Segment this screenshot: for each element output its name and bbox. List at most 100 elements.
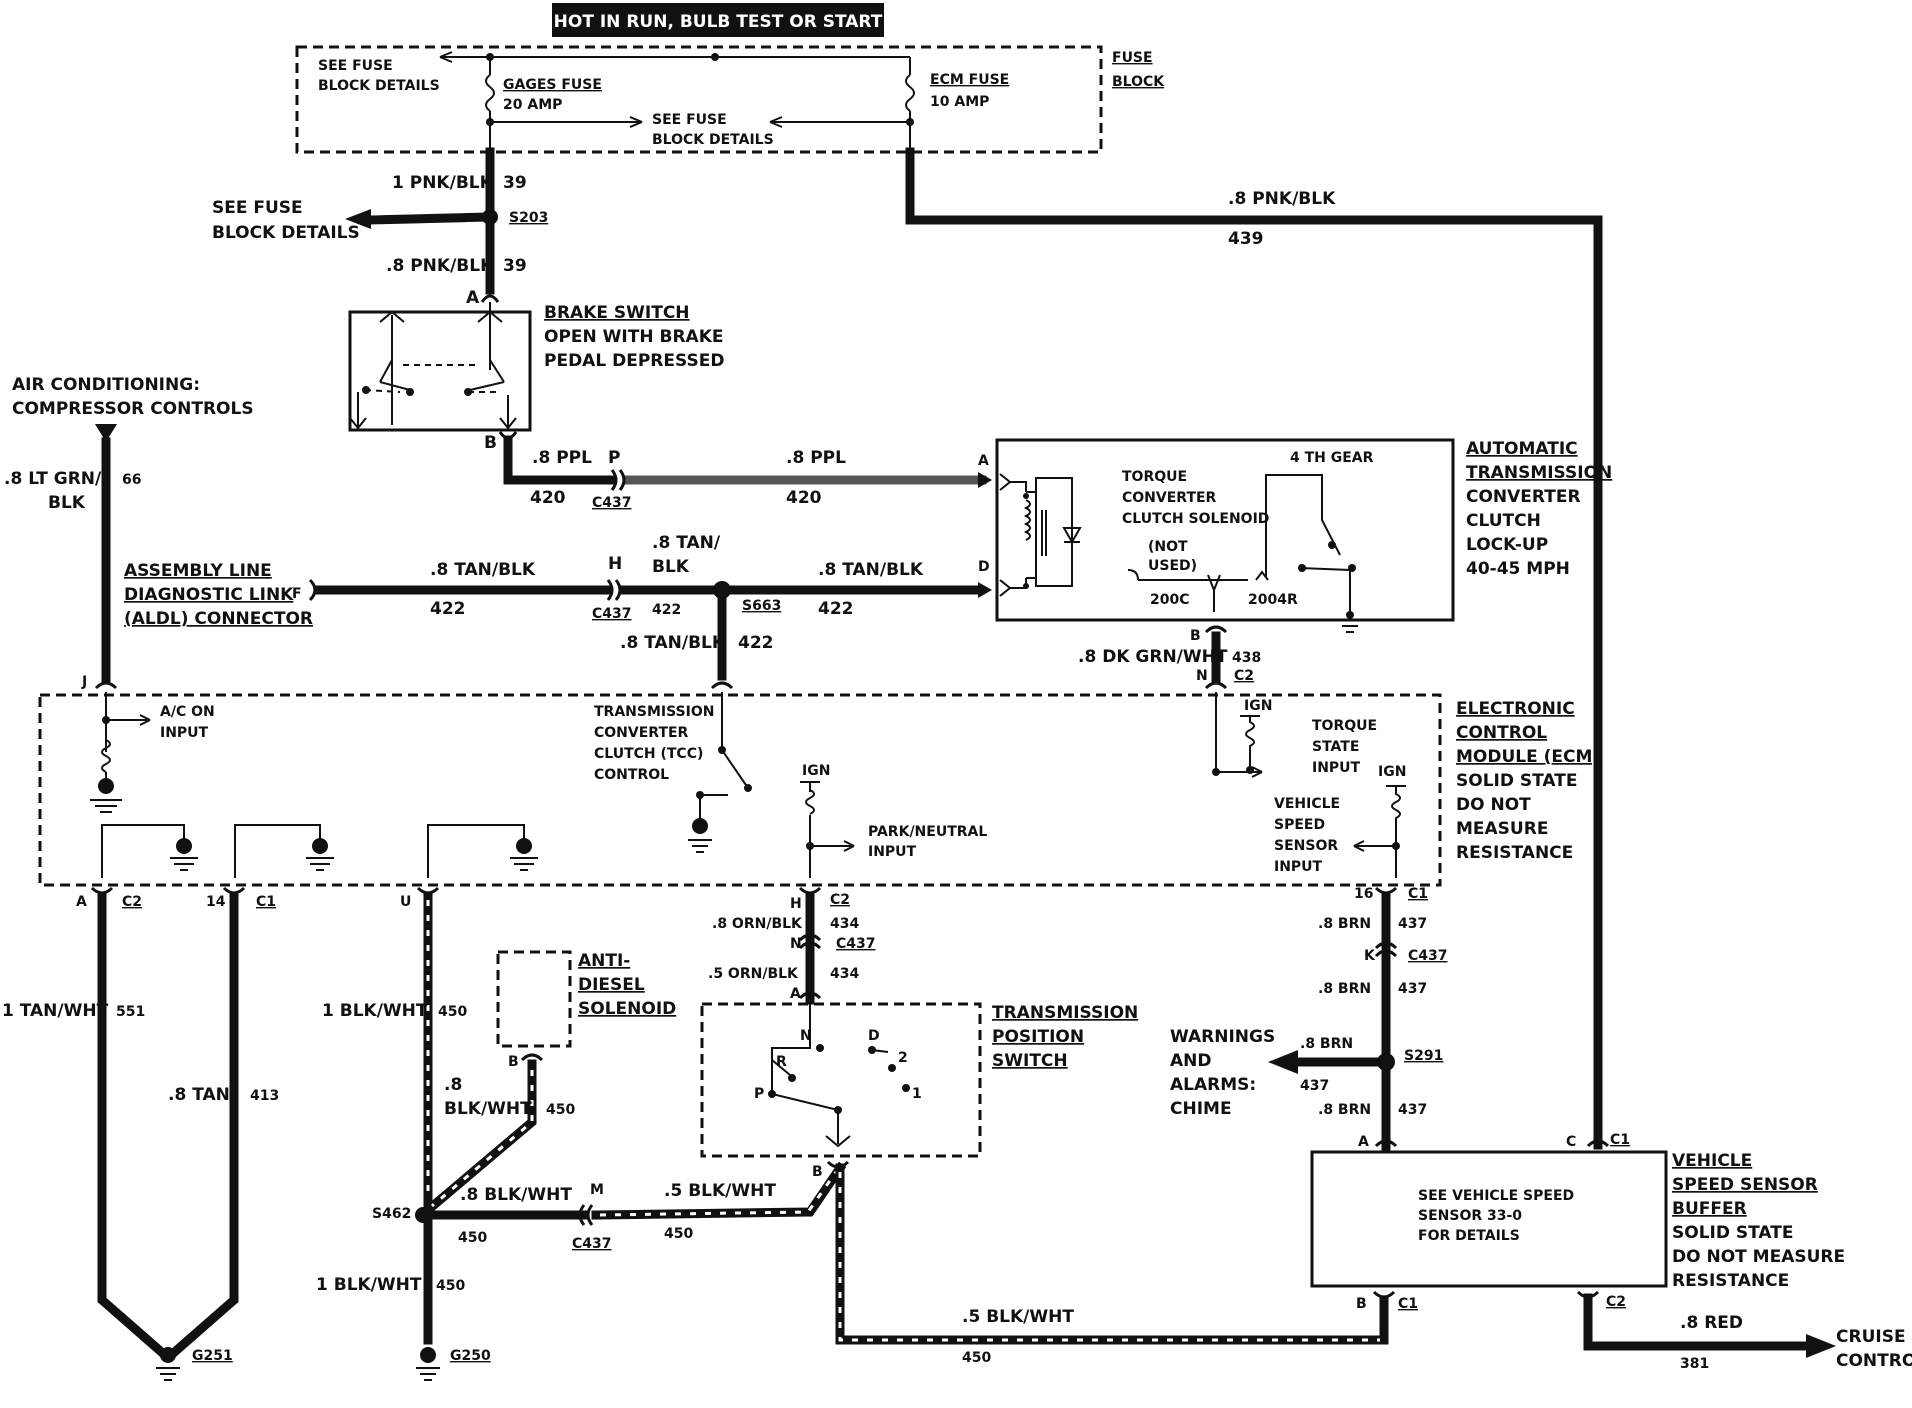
ecm-input-label: TRANSMISSION bbox=[594, 704, 714, 720]
tps-position: R bbox=[776, 1054, 787, 1070]
connector-pin: C bbox=[1566, 1134, 1576, 1150]
circuit-number: 437 bbox=[1398, 916, 1427, 932]
connector-pin: M bbox=[590, 1182, 604, 1198]
ecm-input-label: STATE bbox=[1312, 739, 1359, 755]
wire-39-branch bbox=[365, 212, 495, 225]
warnings-title: WARNINGS bbox=[1170, 1027, 1275, 1047]
fuse-block-outline bbox=[295, 45, 1103, 154]
ecm-input-label: CONTROL bbox=[594, 767, 669, 783]
brake-switch-box bbox=[348, 310, 532, 432]
wire-color-label: .8 ORN/BLK bbox=[712, 916, 803, 932]
connector-pin: B bbox=[1190, 628, 1201, 644]
wire-color-label: .8 PNK/BLK bbox=[1228, 189, 1336, 209]
aldl-title: DIAGNOSTIC LINK bbox=[124, 585, 294, 605]
connector-pin: A bbox=[76, 894, 87, 910]
connector-label: C1 bbox=[1610, 1132, 1630, 1148]
wire-color-label: .8 TAN/BLK bbox=[818, 560, 924, 580]
ecm-desc: SOLID STATE bbox=[1456, 771, 1577, 791]
wire-color-label: .5 BLK/WHT bbox=[664, 1181, 776, 1201]
ecm-input-label: SPEED bbox=[1274, 817, 1325, 833]
gages-fuse-amp: 20 AMP bbox=[503, 97, 562, 113]
wire-color-label: 1 PNK/BLK bbox=[392, 173, 494, 193]
wire-color-label: .8 LT GRN/ bbox=[4, 469, 102, 489]
transmission-desc: 40-45 MPH bbox=[1466, 559, 1570, 579]
ecm-fuse-label: ECM FUSE bbox=[930, 72, 1009, 88]
wire-color-label: 1 BLK/WHT bbox=[322, 1001, 428, 1021]
fuse-block-title: BLOCK bbox=[1112, 74, 1165, 90]
connector-label: C2 bbox=[1606, 1294, 1626, 1310]
circuit-number: 39 bbox=[503, 256, 527, 276]
wire-color-label: .8 PPL bbox=[532, 448, 592, 468]
splice-label: S203 bbox=[509, 210, 548, 226]
ecm-input-label: VEHICLE bbox=[1274, 796, 1340, 812]
connector-label: C1 bbox=[1408, 886, 1428, 902]
vss-buffer-desc: DO NOT MEASURE bbox=[1672, 1247, 1845, 1267]
ign-label: IGN bbox=[1244, 698, 1272, 714]
fuse-see-label: BLOCK DETAILS bbox=[652, 132, 774, 148]
fuse-bus bbox=[440, 56, 911, 75]
tcc-solenoid-label: CLUTCH SOLENOID bbox=[1122, 511, 1269, 527]
connector-pin: K bbox=[1364, 948, 1376, 964]
vss-buffer-note: SENSOR 33-0 bbox=[1418, 1208, 1522, 1224]
circuit-number: 437 bbox=[1300, 1078, 1329, 1094]
circuit-number: 450 bbox=[664, 1226, 693, 1242]
circuit-number: 413 bbox=[250, 1088, 279, 1104]
aldl-title: (ALDL) CONNECTOR bbox=[124, 609, 313, 629]
wire-color-label: .8 BRN bbox=[1300, 1036, 1353, 1052]
splice-label: S462 bbox=[372, 1206, 411, 1222]
ground-label: G251 bbox=[192, 1348, 233, 1364]
ecm-input-label: INPUT bbox=[868, 844, 917, 860]
circuit-number: 450 bbox=[546, 1102, 575, 1118]
connector-pin: A bbox=[978, 453, 989, 469]
circuit-number: 437 bbox=[1398, 1102, 1427, 1118]
connector-label: C1 bbox=[256, 894, 276, 910]
ecm-input-label: CONVERTER bbox=[594, 725, 689, 741]
transmission-title: AUTOMATIC bbox=[1466, 439, 1578, 459]
anti-diesel-title: ANTI- bbox=[578, 951, 630, 971]
connector-pin: J bbox=[81, 674, 87, 690]
ecm-input-label: SENSOR bbox=[1274, 838, 1338, 854]
splice-label: S291 bbox=[1404, 1048, 1443, 1064]
gear-switch bbox=[1265, 474, 1351, 612]
connector-pin: A bbox=[466, 288, 480, 308]
ecm-fuse-amp: 10 AMP bbox=[930, 94, 989, 110]
wire-color-label: .8 RED bbox=[1680, 1313, 1743, 1333]
ac-title: AIR CONDITIONING: bbox=[12, 375, 200, 395]
circuit-number: 422 bbox=[430, 599, 466, 619]
connector-pin: A bbox=[790, 986, 801, 1002]
fuse-see-label: SEE FUSE bbox=[318, 58, 393, 74]
circuit-number: 420 bbox=[530, 488, 566, 508]
ecm-input-label: A/C ON bbox=[160, 704, 215, 720]
fuse-icon bbox=[485, 74, 495, 112]
circuit-number: 551 bbox=[116, 1004, 145, 1020]
ecm-input-label: INPUT bbox=[160, 725, 209, 741]
connector-pin: D bbox=[978, 559, 990, 575]
header-title: HOT IN RUN, BULB TEST OR START bbox=[554, 12, 883, 32]
variant-label: 200C bbox=[1150, 592, 1190, 608]
ecm-desc: RESISTANCE bbox=[1456, 843, 1573, 863]
ground-icon bbox=[156, 1367, 180, 1381]
wire-439 bbox=[905, 147, 1603, 1150]
aldl-title: ASSEMBLY LINE bbox=[124, 561, 272, 581]
fuse-see-label: SEE FUSE bbox=[652, 112, 727, 128]
wire-381 bbox=[1583, 1293, 1813, 1351]
wire-413 bbox=[163, 891, 239, 1363]
wire-color-label: .8 DK GRN/WHT bbox=[1078, 647, 1228, 667]
tps-position: 2 bbox=[898, 1050, 908, 1066]
circuit-number: 422 bbox=[818, 599, 854, 619]
vss-buffer-note: FOR DETAILS bbox=[1418, 1228, 1520, 1244]
connector-pin: B bbox=[1356, 1296, 1367, 1312]
splice-label: S663 bbox=[742, 598, 781, 614]
wire-color-label: BLK bbox=[652, 557, 690, 577]
connector-pin: 16 bbox=[1354, 886, 1373, 902]
wire-color-label: .8 bbox=[444, 1075, 462, 1095]
wire-450-vss bbox=[835, 1163, 1389, 1345]
connector-pin: N bbox=[1196, 668, 1208, 684]
wire-color-label: .8 PPL bbox=[786, 448, 846, 468]
ecm-desc: MEASURE bbox=[1456, 819, 1548, 839]
wire-color-label: 1 BLK/WHT bbox=[316, 1275, 422, 1295]
brake-switch-contacts bbox=[349, 302, 517, 430]
vss-buffer-title: VEHICLE bbox=[1672, 1151, 1752, 1171]
ecm-title: ELECTRONIC bbox=[1456, 699, 1575, 719]
fuse-block-title: FUSE bbox=[1112, 50, 1153, 66]
